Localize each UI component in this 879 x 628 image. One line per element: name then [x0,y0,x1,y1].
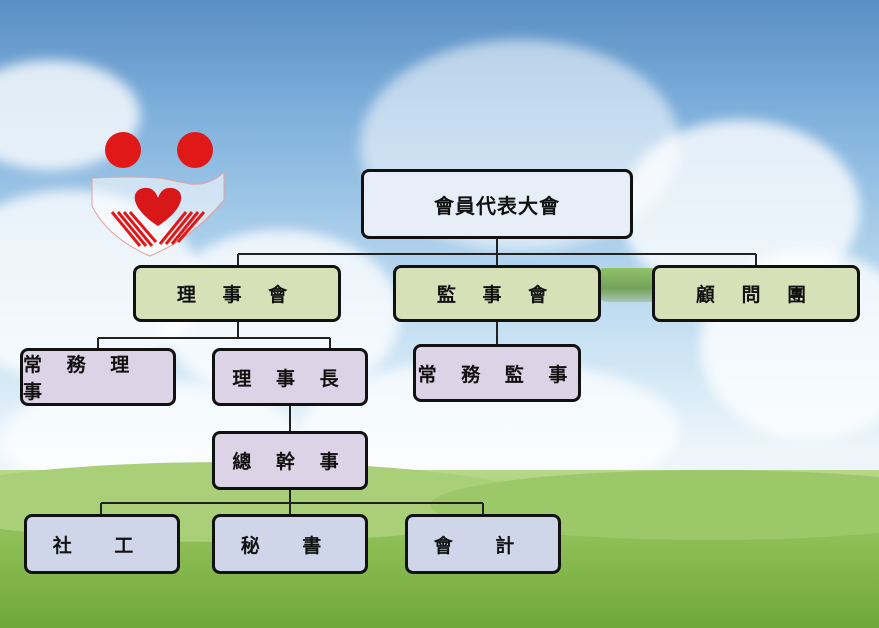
node-label: 常 務 理 事 [23,350,173,404]
node-secretary: 秘 書 [212,514,368,574]
node-chairman: 理 事 長 [212,348,368,406]
node-label: 理 事 長 [232,364,347,391]
node-standing-supervisors: 常 務 監 事 [413,344,581,402]
node-label: 常 務 監 事 [418,360,577,387]
node-label: 顧 問 團 [696,280,816,307]
node-accounting: 會 計 [405,514,561,574]
node-standing-directors: 常 務 理 事 [20,348,176,406]
node-label: 秘 書 [241,531,340,558]
node-label: 理 事 會 [177,280,297,307]
node-label: 總 幹 事 [232,447,347,474]
node-label: 監 事 會 [437,280,557,307]
node-advisory-group: 顧 問 團 [652,265,860,322]
node-board-of-directors: 理 事 會 [133,265,341,322]
node-social-work: 社 工 [24,514,180,574]
node-label: 社 工 [53,531,152,558]
node-label: 會員代表大會 [434,190,560,219]
node-secretary-general: 總 幹 事 [212,431,368,490]
node-member-assembly: 會員代表大會 [361,169,633,239]
node-board-of-supervisors: 監 事 會 [393,265,601,322]
node-label: 會 計 [434,531,533,558]
